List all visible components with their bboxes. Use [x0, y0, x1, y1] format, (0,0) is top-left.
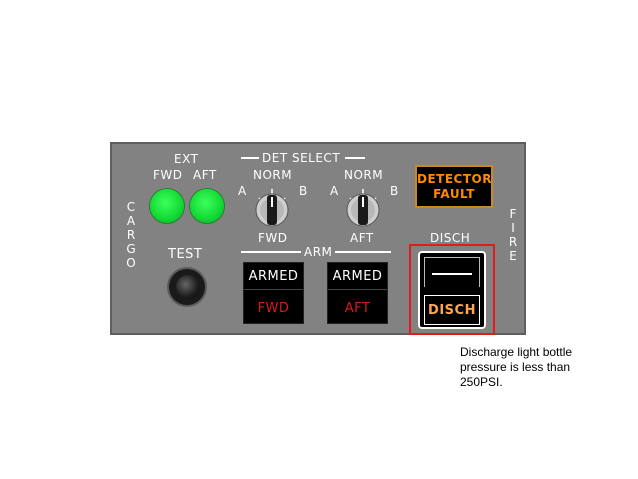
det-select-aft-knob[interactable] — [343, 189, 383, 229]
armed-aft-bottom-label: AFT — [344, 301, 371, 316]
arm-line-left — [241, 251, 301, 253]
b-label-fwd: B — [299, 184, 308, 198]
armed-fwd-button[interactable]: ARMED FWD — [243, 262, 304, 324]
disch-button-guard[interactable]: DISCH — [418, 251, 486, 329]
disch-highlight-frame — [409, 244, 495, 335]
ext-aft-light — [189, 188, 225, 224]
arm-line-right — [335, 251, 391, 253]
disch-guard-bar — [432, 273, 472, 275]
a-label-aft: A — [330, 184, 339, 198]
knob-fwd-label: FWD — [258, 231, 288, 245]
detector-fault-line2: FAULT — [433, 187, 475, 201]
knob-aft-label: AFT — [350, 231, 374, 245]
cargo-vertical-label: C A R G O — [126, 200, 136, 270]
norm-label-fwd: NORM — [253, 168, 293, 182]
fire-vertical-label: F I R E — [508, 207, 518, 263]
det-select-line-left — [241, 157, 259, 159]
armed-fwd-top-label: ARMED — [248, 269, 299, 284]
disch-guard-cover — [424, 257, 480, 287]
knob-icon — [346, 189, 380, 227]
knob-icon — [255, 189, 289, 227]
armed-aft-top — [328, 263, 387, 290]
test-button-cap — [176, 275, 200, 299]
ext-fwd-light — [149, 188, 185, 224]
armed-aft-button[interactable]: ARMED AFT — [327, 262, 388, 324]
arm-label: ARM — [304, 245, 333, 259]
disch-button-label: DISCH — [428, 302, 476, 318]
disch-button[interactable]: DISCH — [424, 295, 480, 325]
norm-label-aft: NORM — [344, 168, 384, 182]
detector-fault-line1: DETECTOR — [417, 172, 492, 186]
det-select-line-right — [345, 157, 365, 159]
detector-fault-light: DETECTOR FAULT — [415, 165, 493, 208]
a-label-fwd: A — [238, 184, 247, 198]
ext-label: EXT — [174, 152, 199, 166]
b-label-aft: B — [390, 184, 399, 198]
armed-fwd-top — [244, 263, 303, 290]
armed-aft-top-label: ARMED — [332, 269, 383, 284]
det-select-fwd-knob[interactable] — [252, 189, 292, 229]
armed-fwd-bottom-label: FWD — [257, 301, 290, 316]
test-button[interactable] — [167, 267, 207, 307]
ext-fwd-label: FWD — [153, 168, 183, 182]
det-select-label: DET SELECT — [262, 151, 341, 165]
test-label: TEST — [168, 247, 203, 262]
caption-text: Discharge light bottle pressure is less … — [460, 345, 573, 389]
disch-label: DISCH — [430, 231, 471, 245]
ext-aft-label: AFT — [193, 168, 217, 182]
